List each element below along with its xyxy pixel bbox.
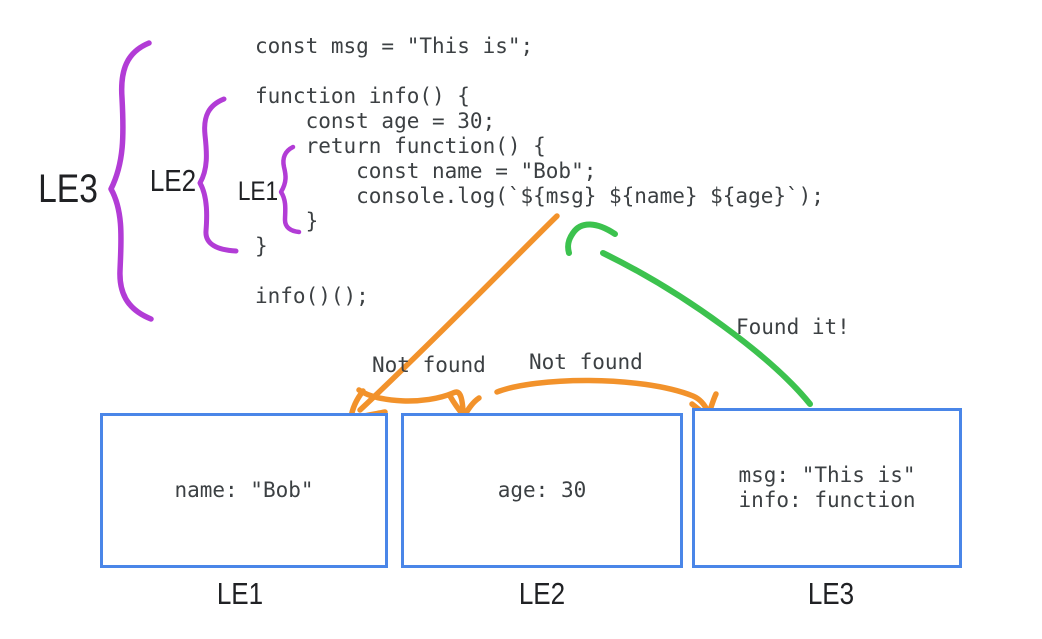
code-line: } — [255, 234, 268, 258]
env-box-le3: msg: "This is" info: function — [692, 408, 962, 568]
env-box-label-le2: LE2 — [518, 576, 566, 611]
code-line: info()(); — [255, 284, 369, 308]
orange-arrow-le1-to-le2 — [356, 387, 466, 414]
code-line: console.log(`${msg} ${name} ${age}`); — [255, 184, 824, 208]
env-box-label-le3: LE3 — [807, 576, 855, 611]
le3-scope-brace — [108, 40, 154, 322]
scope-label-le1: LE1 — [237, 176, 279, 206]
env-box-le1: name: "Bob" — [100, 413, 388, 568]
env-binding: age: 30 — [497, 478, 587, 502]
le2-scope-brace — [197, 96, 239, 254]
not-found-label-1: Not found — [372, 353, 486, 377]
env-binding: msg: "This is" — [738, 463, 916, 487]
env-box-le2: age: 30 — [401, 413, 683, 568]
env-binding: info: function — [738, 488, 916, 512]
not-found-label-2: Not found — [529, 350, 643, 374]
code-line: return function() { — [255, 134, 546, 158]
env-binding: name: "Bob" — [174, 478, 314, 502]
code-block: const msg = "This is";function info() { … — [255, 34, 824, 309]
code-line: const name = "Bob"; — [255, 159, 597, 183]
code-line: } — [255, 209, 319, 233]
scope-label-le2: LE2 — [149, 163, 197, 198]
code-line: const msg = "This is"; — [255, 34, 534, 58]
code-line — [255, 259, 824, 284]
code-line: function info() { — [255, 84, 470, 108]
found-it-label: Found it! — [736, 315, 850, 339]
orange-arrow-le2-to-le3 — [494, 377, 711, 415]
env-box-label-le1: LE1 — [216, 576, 264, 611]
code-line — [255, 59, 824, 84]
scope-label-le3: LE3 — [38, 167, 98, 211]
code-line: const age = 30; — [255, 109, 496, 133]
